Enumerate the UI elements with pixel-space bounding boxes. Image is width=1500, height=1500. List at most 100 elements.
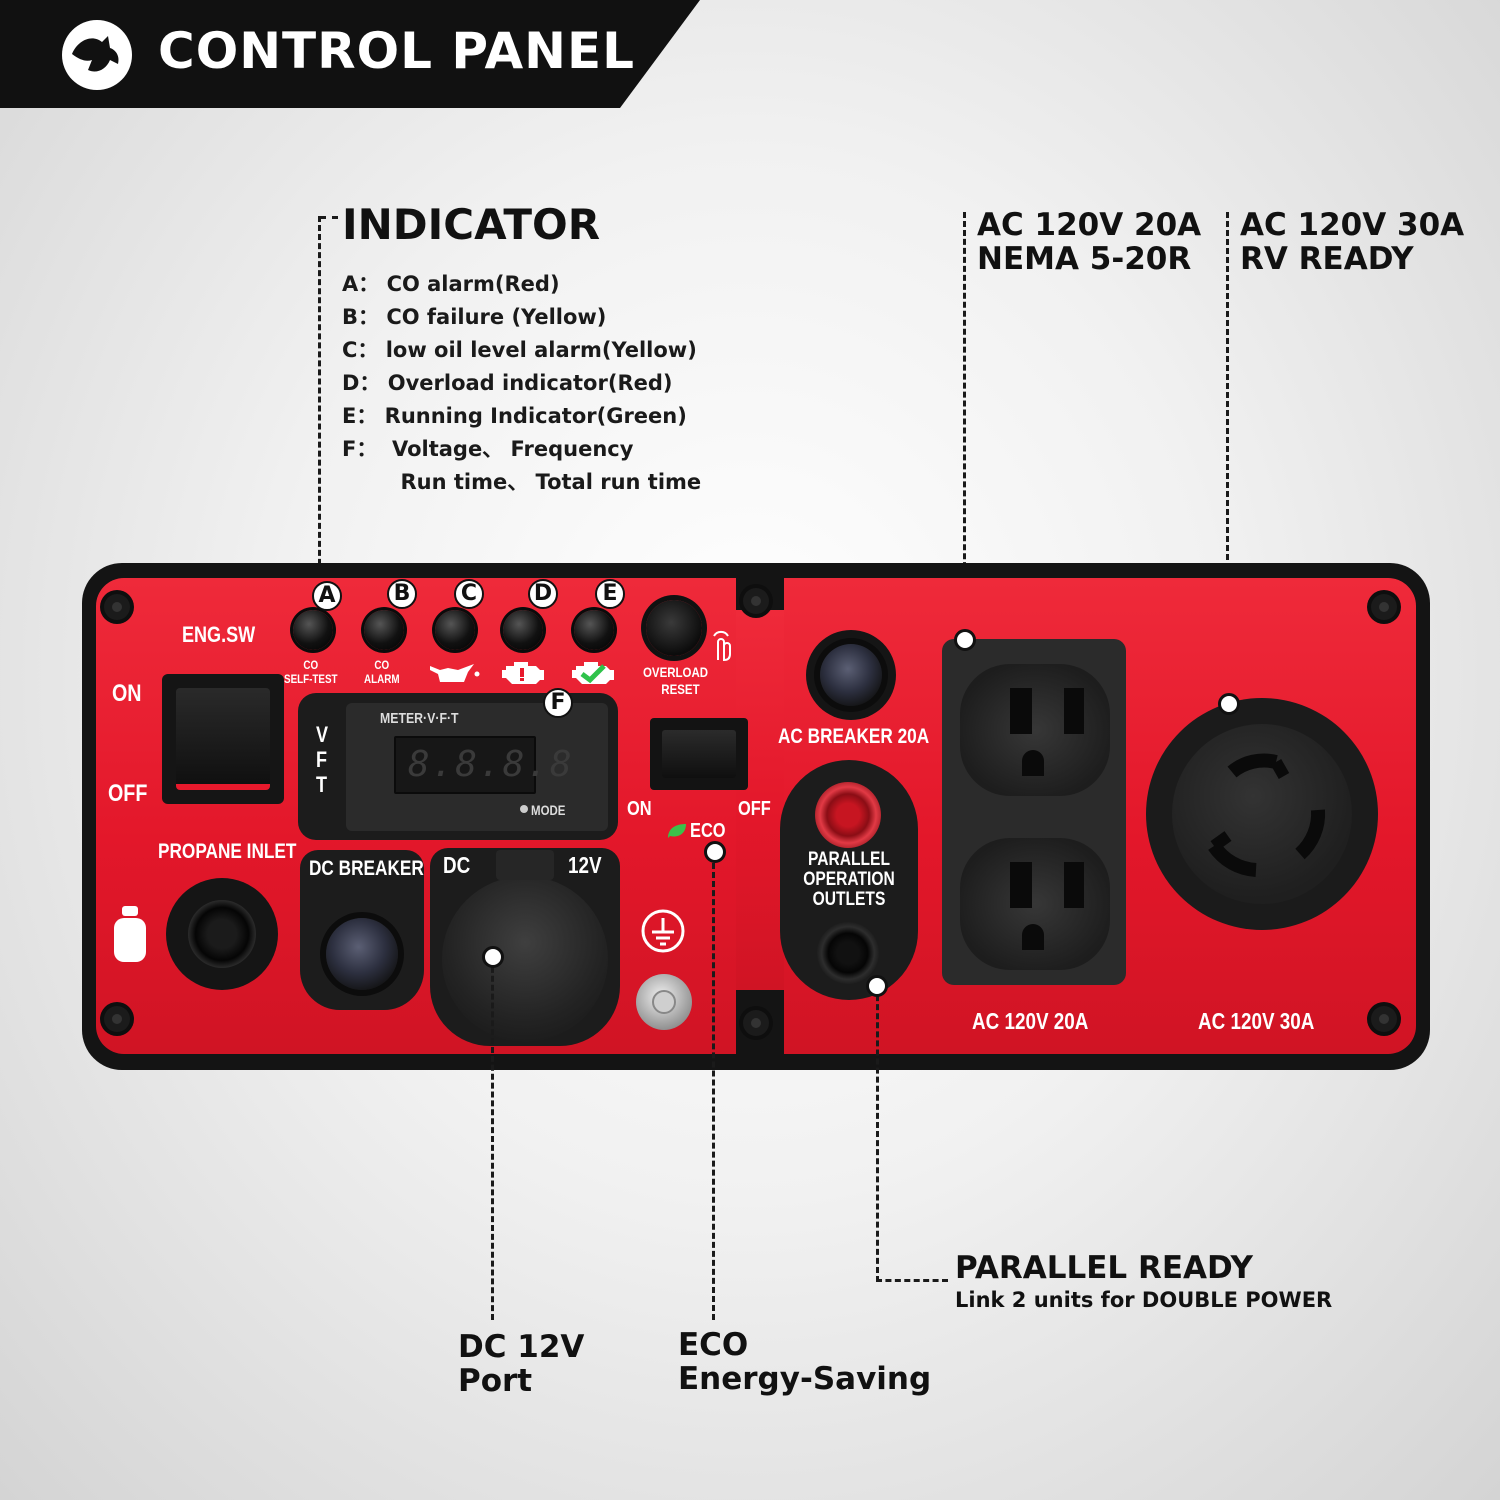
eco-leader-line [712,854,715,1320]
indicator-leader-line [318,216,321,592]
center-red-strip [736,610,784,990]
dc-breaker-button[interactable] [326,918,398,990]
eco-callout-line1: ECO [678,1327,749,1363]
dc-callout-line1: DC 12V [458,1329,585,1365]
indicator-heading: INDICATOR [342,200,601,249]
screw [104,1006,130,1032]
meter-title: METER·V·F·T [380,710,459,727]
eco-switch[interactable] [662,730,736,778]
parallel-label-3: OUTLETS [812,889,886,910]
ac20-leader-dot [954,629,976,651]
screw [1371,1006,1397,1032]
dc-port-hinge [496,850,554,880]
parallel-leader-line [876,986,879,1282]
propane-inlet-label: PROPANE INLET [158,840,297,863]
eco-callout-line2: Energy-Saving [678,1361,932,1397]
eng-on-label: ON [112,680,142,707]
ac30-callout: AC 120V 30A RV READY [1240,208,1464,276]
brand-logo-icon [62,20,132,90]
co-alarm-label-1: CO [374,658,390,672]
led-badge-a: A [312,581,342,611]
outlet-slot [1010,862,1032,908]
ac30-label: AC 120V 30A [1198,1008,1315,1034]
meter-badge-f: F [543,688,573,718]
legend-item-b: B： CO failure (Yellow) [342,305,607,329]
screw [743,588,769,614]
low-oil-led [435,610,475,650]
led-badge-d: D [528,579,558,609]
dc-port-cap[interactable] [442,876,608,1042]
outlet-slot [1064,688,1084,734]
dc-leader-dot [482,946,504,968]
legend-item-d: D： Overload indicator(Red) [342,371,673,395]
parallel-red-terminal[interactable] [815,782,881,848]
legend-item-c: C： low oil level alarm(Yellow) [342,338,697,362]
engine-ok-icon [570,658,618,690]
legend-item-f-cont: Run time、 Total run time [342,470,702,494]
indicator-leader-top [320,216,338,219]
meter-t: T [316,772,328,797]
eco-off-label: OFF [738,798,771,820]
co-self-test-label-2: SELF-TEST [284,672,338,686]
led-badge-b: B [387,579,417,609]
parallel-label: PARALLEL OPERATION OUTLETS [792,850,905,910]
outlet-slot [1010,688,1032,734]
meter-f: F [316,747,328,772]
ac30-callout-line1: AC 120V 30A [1240,207,1465,243]
ac20-outlet-upper[interactable] [960,664,1110,796]
screw [1371,594,1397,620]
touch-icon [710,628,734,666]
propane-inlet[interactable] [188,900,256,968]
dc-callout: DC 12V Port [458,1330,584,1398]
legend-item-f: F： Voltage、 Frequency [342,437,634,461]
legend-item-a: A： CO alarm(Red) [342,272,560,296]
overload-reset-label: OVERLOAD RESET [643,664,708,698]
dc-callout-line2: Port [458,1363,533,1399]
outlet-ground-slot [1022,750,1044,776]
ac20-callout-line1: AC 120V 20A [977,207,1202,243]
eco-label: ECO [690,820,726,842]
leaf-icon [666,822,688,844]
ac20-outlet-lower[interactable] [960,838,1110,970]
eco-callout: ECO Energy-Saving [678,1328,931,1396]
parallel-label-1: PARALLEL [808,849,890,870]
ground-terminal-nut [652,990,676,1014]
ac30-callout-line2: RV READY [1240,241,1414,277]
co-alarm-label-2: ALARM [364,672,400,686]
dc-label: DC [443,852,471,878]
overload-reset-button[interactable] [646,600,702,656]
dc-12v-label: 12V [568,852,602,878]
overload-label-2: RESET [661,681,700,697]
parallel-callout-sub: Link 2 units for DOUBLE POWER [955,1288,1333,1312]
ac30-leader-line [1226,212,1229,704]
eco-leader-dot [704,841,726,863]
ac30-leader-dot [1218,693,1240,715]
legend-item-e: E： Running Indicator(Green) [342,404,687,428]
co-self-test-led [293,610,333,650]
page-title: CONTROL PANEL [158,22,636,80]
indicator-legend: A： CO alarm(Red) B： CO failure (Yellow) … [342,268,701,499]
ac20-callout: AC 120V 20A NEMA 5-20R [977,208,1201,276]
ac20-leader-line [963,212,966,640]
overload-label-1: OVERLOAD [643,664,709,680]
eng-off-label: OFF [108,780,148,807]
engine-switch[interactable] [176,688,270,790]
meter-vft-label: V F T [316,722,328,797]
dc-breaker-label: DC BREAKER [309,857,424,880]
ac20-label: AC 120V 20A [972,1008,1089,1034]
overload-led [503,610,543,650]
ac-breaker-button[interactable] [820,644,882,706]
parallel-black-terminal[interactable] [817,922,879,984]
led-badge-e: E [595,579,625,609]
meter-display [394,736,536,794]
mode-button[interactable] [520,805,528,813]
led-badge-c: C [454,579,484,609]
meter-mode-label: MODE [531,802,566,818]
meter-display-digits: 8.8.8.8 [408,744,574,785]
screw [743,1010,769,1036]
dc-leader-line [491,958,494,1320]
ground-icon [640,908,686,958]
eco-on-label: ON [627,798,652,820]
co-alarm-label: CO ALARM [364,658,400,686]
co-self-test-label: CO SELF-TEST [284,658,338,686]
